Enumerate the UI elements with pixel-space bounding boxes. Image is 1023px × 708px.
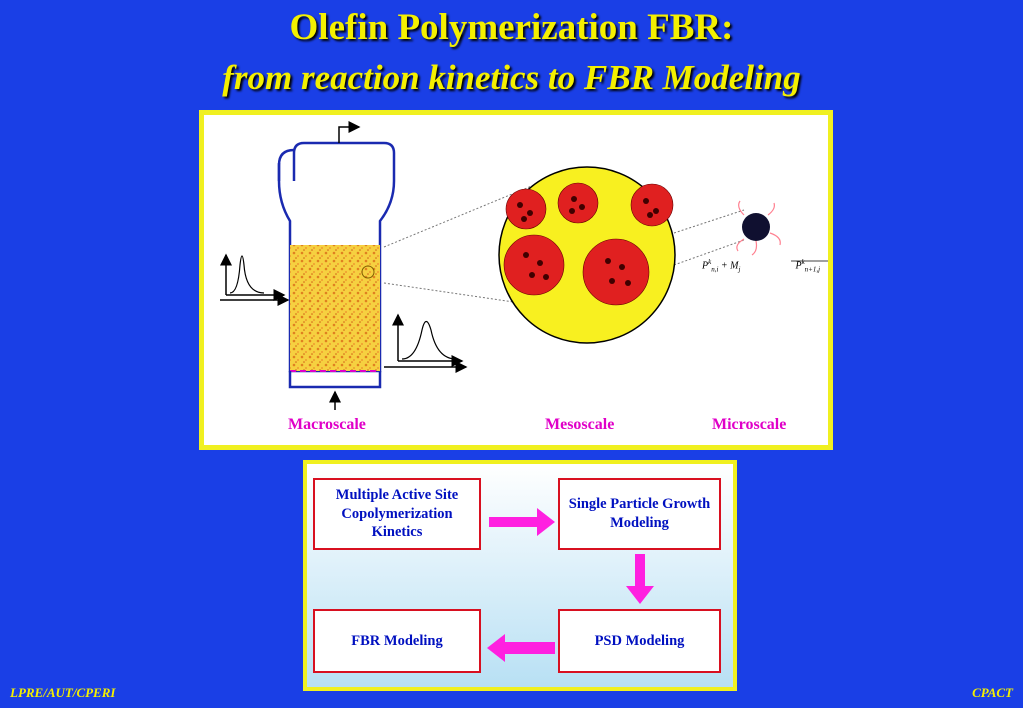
inlet-distribution-plot [220, 253, 290, 306]
microscale-label: Microscale [712, 416, 787, 433]
multiscale-figure-panel: Pkn,i + Mj Pkn+1,j [199, 110, 842, 450]
mesoscale-label: Mesoscale [545, 416, 615, 433]
footer-left: LPRE/AUT/CPERI [10, 685, 116, 700]
reactor-vessel [277, 141, 396, 389]
footer-right: CPACT [972, 685, 1013, 700]
outlet-arrow [338, 121, 361, 143]
fbr-modeling-box: FBR Modeling [313, 609, 481, 673]
microscale-active-site [736, 200, 842, 265]
multiscale-diagram [220, 121, 842, 410]
kinetics-box: Multiple Active Site Copolymerization Ki… [313, 478, 481, 550]
particle-growth-box: Single Particle Growth Modeling [558, 478, 721, 550]
arrow-down [626, 554, 654, 604]
mesoscale-particle-view [498, 166, 676, 344]
macroscale-label: Macroscale [288, 416, 366, 433]
flow-arrows [487, 508, 654, 662]
slide-title-line1: Olefin Polymerization FBR: [289, 7, 734, 48]
outlet-distribution-plot [384, 313, 468, 373]
modeling-flowchart: Multiple Active Site Copolymerization Ki… [303, 460, 737, 691]
slide-title-line2: from reaction kinetics to FBR Modeling [222, 58, 801, 97]
propagation-equation: Pkn,i + Mj Pkn+1,j [702, 258, 821, 274]
psd-modeling-box: PSD Modeling [558, 609, 721, 673]
arrow-left [487, 634, 555, 662]
arrow-right [489, 508, 555, 536]
